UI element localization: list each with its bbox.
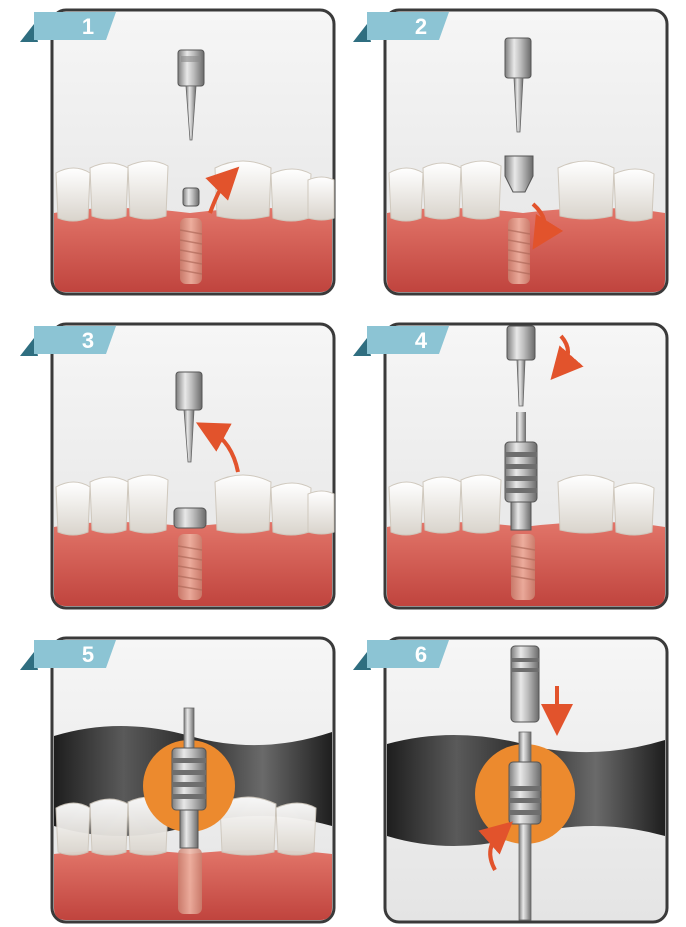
step-panel-1: 1 bbox=[50, 8, 336, 296]
step-panel-6: 6 bbox=[383, 636, 669, 924]
step-6-illustration bbox=[383, 636, 669, 924]
step-1-illustration bbox=[50, 8, 336, 296]
step-badge-5: 5 bbox=[20, 636, 120, 678]
step-2-illustration bbox=[383, 8, 669, 296]
step-badge-4: 4 bbox=[353, 322, 453, 364]
step-4-illustration bbox=[383, 322, 669, 610]
step-number-6: 6 bbox=[403, 642, 439, 668]
step-3-illustration bbox=[50, 322, 336, 610]
step-badge-2: 2 bbox=[353, 8, 453, 50]
step-number-5: 5 bbox=[70, 642, 106, 668]
step-badge-3: 3 bbox=[20, 322, 120, 364]
step-number-2: 2 bbox=[403, 14, 439, 40]
step-panel-2: 2 bbox=[383, 8, 669, 296]
step-panel-5: 5 bbox=[50, 636, 336, 924]
step-badge-6: 6 bbox=[353, 636, 453, 678]
step-number-3: 3 bbox=[70, 328, 106, 354]
step-panel-3: 3 bbox=[50, 322, 336, 610]
step-number-1: 1 bbox=[70, 14, 106, 40]
step-panel-4: 4 bbox=[383, 322, 669, 610]
step-number-4: 4 bbox=[403, 328, 439, 354]
step-5-illustration bbox=[50, 636, 336, 924]
step-badge-1: 1 bbox=[20, 8, 120, 50]
